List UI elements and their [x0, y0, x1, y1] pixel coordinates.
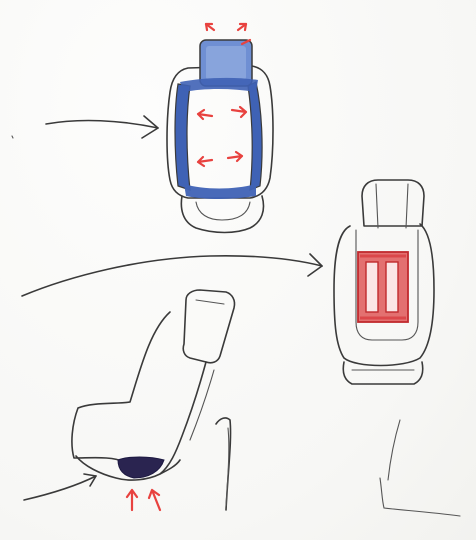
- seat-top-base: [181, 196, 263, 233]
- seat-back-headrest: [362, 180, 424, 226]
- seat-side-headrest: [183, 290, 234, 363]
- seat-top-right-bolster: [248, 82, 262, 190]
- red-arrow-icon: [198, 157, 212, 166]
- seat-top-lower-rim: [184, 184, 256, 199]
- seat-top-view: [167, 24, 273, 233]
- seat-back-view: [334, 180, 434, 384]
- seat-back-headrest-post: [376, 184, 408, 228]
- red-arrow-icon: [206, 24, 214, 30]
- arrow-icon: [24, 474, 96, 500]
- seat-side-backrest: [72, 312, 170, 462]
- seat-side-inner-contour: [160, 362, 206, 474]
- red-arrow-icon: [232, 107, 246, 117]
- red-arrow-icon: [149, 490, 160, 510]
- background-sketch-line: [384, 508, 460, 516]
- background-sketch-line: [380, 478, 384, 508]
- arrow-icon: [22, 254, 322, 296]
- seat-top-base-inner: [196, 202, 250, 220]
- red-arrow-icon: [198, 110, 212, 119]
- seat-side-headrest-line: [196, 300, 224, 304]
- seat-top-left-bolster: [175, 84, 190, 190]
- red-arrow-icon: [228, 152, 242, 161]
- red-arrow-icon: [127, 490, 137, 510]
- background-sketch-line: [388, 420, 400, 480]
- arrow-icon: [46, 116, 158, 138]
- seat-top-upper-rim: [180, 78, 258, 92]
- pencil-dot: [12, 136, 13, 138]
- seat-back-slot-left: [366, 262, 378, 312]
- seat-back-slot-right: [386, 262, 398, 312]
- red-arrow-icon: [238, 24, 246, 30]
- seat-top-headrest-inner: [206, 46, 246, 80]
